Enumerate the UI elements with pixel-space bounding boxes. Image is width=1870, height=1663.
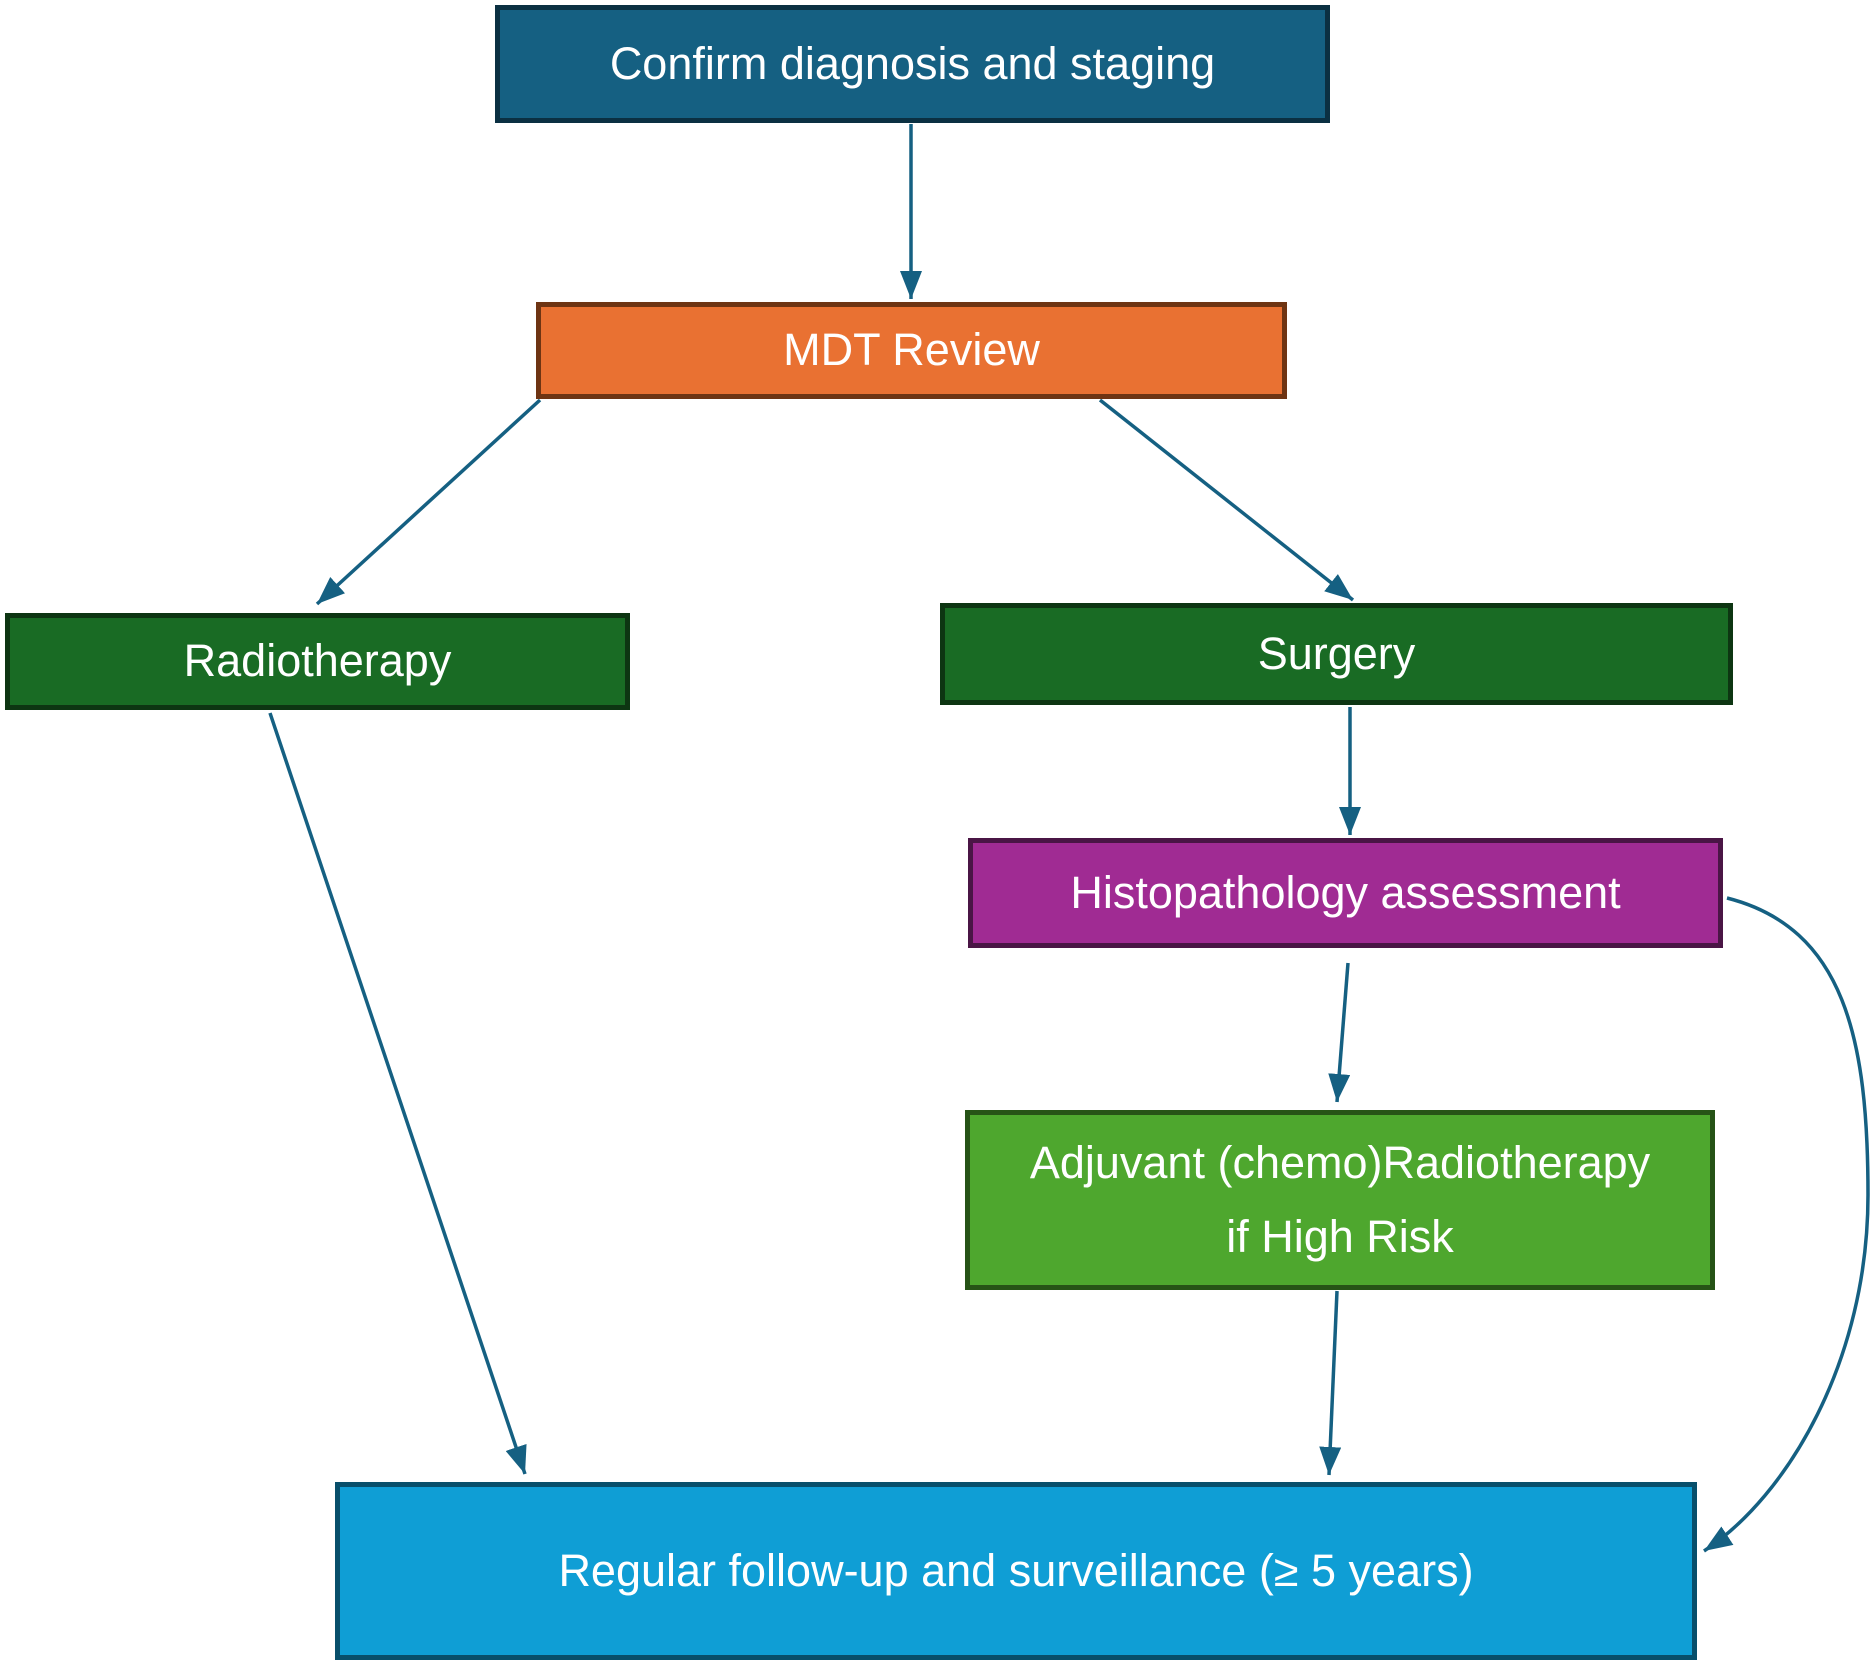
node-label: Regular follow-up and surveillance (≥ 5 … [558,1544,1474,1596]
arrow-mdt-to-radiotherapy [315,398,542,606]
arrow-mdt-to-surgery [1098,398,1355,602]
node-label-line1: Adjuvant (chemo)Radiotherapy [1029,1136,1651,1188]
node-radiotherapy: Radiotherapy [5,613,630,710]
node-label: Confirm diagnosis and staging [609,37,1216,89]
node-label: Radiotherapy [183,635,452,687]
node-label: MDT Review [783,324,1040,376]
node-surgery: Surgery [940,603,1733,705]
node-histopathology-assessment: Histopathology assessment [968,838,1723,948]
node-regular-followup-surveillance: Regular follow-up and surveillance (≥ 5 … [335,1482,1697,1660]
arrow-adjuvant-to-followup [1319,1290,1342,1476]
node-mdt-review: MDT Review [536,302,1287,399]
node-adjuvant-chemoradiotherapy: Adjuvant (chemo)Radiotherapy if High Ris… [965,1110,1715,1290]
node-confirm-diagnosis-and-staging: Confirm diagnosis and staging [495,5,1330,123]
node-label: Histopathology assessment [1070,866,1621,918]
arrow-radiotherapy-to-followup [268,712,527,1475]
node-label: Surgery [1257,627,1416,679]
node-label-line2: if High Risk [1226,1211,1454,1262]
arrow-histopathology-to-followup-curve [1703,896,1870,1553]
arrow-histopathology-to-adjuvant [1328,962,1351,1103]
